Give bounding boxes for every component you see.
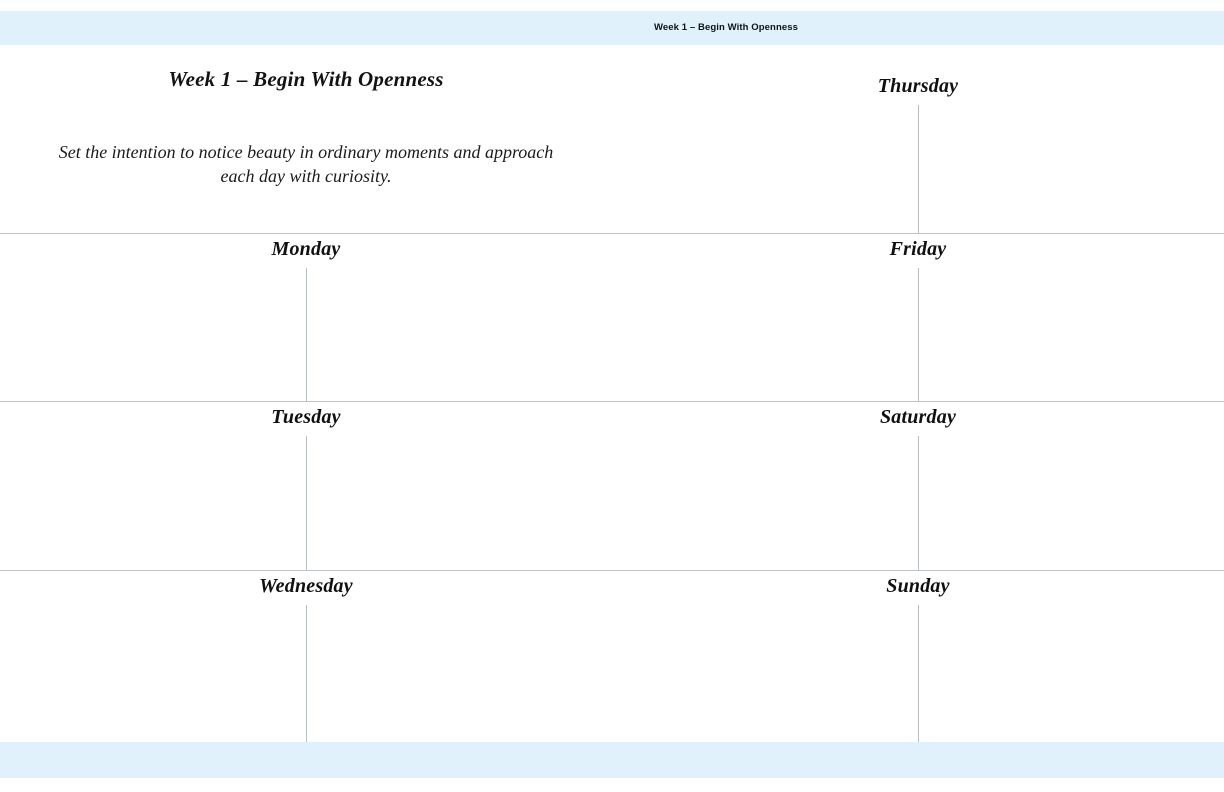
week-grid: Week 1 – Begin With Openness Set the int… [0, 45, 1224, 743]
day-rule-tuesday [306, 436, 307, 571]
day-cell-wednesday[interactable]: Wednesday [0, 571, 612, 743]
day-rule-saturday [918, 436, 919, 571]
intro-cell: Week 1 – Begin With Openness Set the int… [0, 45, 612, 233]
day-rule-friday [918, 268, 919, 402]
day-label-saturday: Saturday [879, 406, 957, 428]
intention-text: Set the intention to notice beauty in or… [58, 142, 554, 186]
day-label-tuesday: Tuesday [271, 406, 341, 428]
day-label-thursday: Thursday [877, 75, 959, 97]
day-label-friday: Friday [889, 238, 947, 260]
page-title: Week 1 – Begin With Openness [168, 67, 444, 91]
footer-band [0, 742, 1224, 778]
day-cell-saturday[interactable]: Saturday [612, 402, 1224, 571]
grid-row-1: Week 1 – Begin With Openness Set the int… [0, 45, 1224, 233]
grid-row-2: Monday Friday [0, 233, 1224, 402]
day-label-monday: Monday [271, 238, 341, 260]
day-cell-friday[interactable]: Friday [612, 234, 1224, 402]
day-cell-sunday[interactable]: Sunday [612, 571, 1224, 743]
day-cell-monday[interactable]: Monday [0, 234, 612, 402]
day-cell-thursday[interactable]: Thursday [612, 45, 1224, 233]
header-band [0, 11, 1224, 45]
intro-block: Week 1 – Begin With Openness Set the int… [0, 45, 612, 233]
day-rule-wednesday [306, 605, 307, 743]
day-cell-tuesday[interactable]: Tuesday [0, 402, 612, 571]
grid-row-4: Wednesday Sunday [0, 570, 1224, 743]
running-head: Week 1 – Begin With Openness [653, 22, 799, 33]
day-label-sunday: Sunday [886, 575, 950, 597]
day-rule-thursday [918, 105, 919, 233]
day-rule-sunday [918, 605, 919, 743]
day-label-wednesday: Wednesday [259, 575, 353, 597]
day-rule-monday [306, 268, 307, 402]
grid-row-3: Tuesday Saturday [0, 401, 1224, 571]
